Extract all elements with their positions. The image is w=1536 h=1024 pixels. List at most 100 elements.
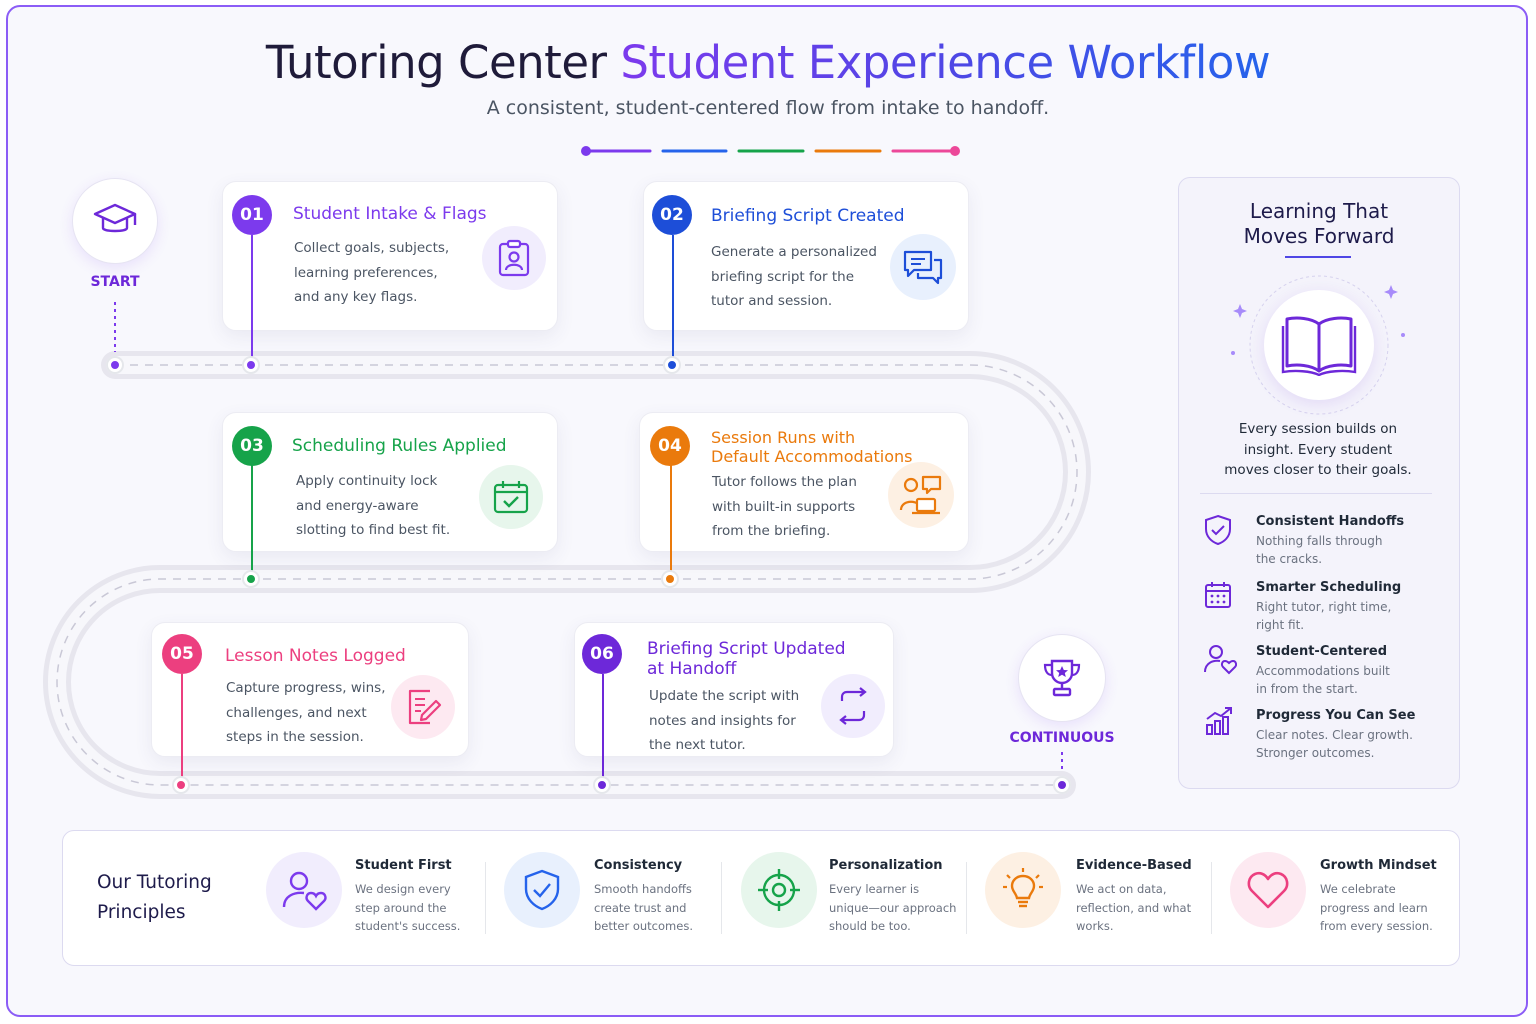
feature-title: Consistent Handoffs <box>1256 514 1405 529</box>
user-heart-icon <box>1204 645 1237 675</box>
desc-line: Clear notes. Clear growth. <box>1256 728 1413 742</box>
title-line: Default Accommodations <box>711 447 913 466</box>
desc-line: challenges, and next <box>226 704 367 721</box>
desc-line: briefing script for the <box>711 268 855 285</box>
continuous-node <box>1018 634 1106 722</box>
desc-line: should be too. <box>829 919 911 933</box>
sidebar-divider <box>1200 493 1432 494</box>
desc-line: the next tutor. <box>649 737 746 753</box>
step-dot-04 <box>663 572 677 586</box>
learning-sidebar <box>1178 177 1460 789</box>
step-title-04: Session Runs with Default Accommodations <box>711 428 913 466</box>
desc-line: We design every <box>355 882 451 896</box>
desc-line: Smooth handoffs <box>594 882 692 896</box>
continuous-label: CONTINUOUS <box>1009 730 1115 746</box>
calendar-check-icon <box>479 465 543 529</box>
title-part-2: Student Experience Workflow <box>620 36 1271 89</box>
step-number-01: 01 <box>232 195 272 235</box>
desc-line: from the briefing. <box>712 523 831 539</box>
feature-title: Progress You Can See <box>1256 708 1416 723</box>
step-dot-02 <box>665 358 679 372</box>
desc-line: unique—our approach <box>829 900 957 915</box>
heart-icon <box>1230 852 1306 928</box>
feature-desc: Clear notes. Clear growth. Stronger outc… <box>1256 726 1413 762</box>
desc-line: We act on data, <box>1076 882 1167 896</box>
title-line: Session Runs with <box>711 428 856 447</box>
step-desc-05: Capture progress, wins, challenges, and … <box>226 676 386 750</box>
start-dot <box>108 358 122 372</box>
desc-line: Nothing falls through <box>1256 534 1383 548</box>
shield-check-icon <box>1205 514 1231 546</box>
principle-title: Growth Mindset <box>1320 858 1437 873</box>
desc-line: Stronger outcomes. <box>1256 746 1375 760</box>
principle-desc: Smooth handoffs create trust and better … <box>594 880 693 936</box>
desc-line: right fit. <box>1256 618 1305 632</box>
chat-bubbles-icon <box>890 234 956 300</box>
sidebar-heading: Learning That Moves Forward <box>1178 199 1460 249</box>
title-line: Briefing Script Updated <box>647 639 846 659</box>
step-number-06: 06 <box>582 634 622 674</box>
title-line: at Handoff <box>647 659 737 679</box>
desc-line: Accommodations built <box>1256 664 1390 678</box>
user-heart-icon <box>266 852 342 928</box>
step-desc-01: Collect goals, subjects, learning prefer… <box>294 236 449 310</box>
desc-line: Apply continuity lock <box>296 473 438 489</box>
feature-desc: Accommodations built in from the start. <box>1256 662 1390 698</box>
desc-line: and any key flags. <box>294 289 418 305</box>
workflow-road <box>43 302 1091 799</box>
step-connector-06 <box>602 674 604 778</box>
desc-line: tutor and session. <box>711 293 833 309</box>
clipboard-user-icon <box>482 226 546 290</box>
principle-divider <box>485 862 486 934</box>
step-number-04: 04 <box>650 426 690 466</box>
step-dot-05 <box>174 778 188 792</box>
principle-desc: We act on data, reflection, and what wor… <box>1076 880 1191 936</box>
heading-line: Learning That <box>1249 199 1389 223</box>
step-dot-06 <box>595 778 609 792</box>
step-desc-06: Update the script with notes and insight… <box>649 684 799 758</box>
desc-line: notes and insights for <box>649 712 796 729</box>
principle-desc: Every learner is unique—our approach sho… <box>829 880 956 936</box>
desc-line: learning preferences, <box>294 264 438 281</box>
chart-growth-icon <box>1206 707 1232 735</box>
quote-line: insight. Every student <box>1243 441 1393 458</box>
heading-line: Moves Forward <box>1243 224 1395 248</box>
principle-divider <box>721 862 722 934</box>
desc-line: reflection, and what <box>1076 900 1192 915</box>
principle-divider <box>1211 862 1212 934</box>
principle-title: Personalization <box>829 858 943 873</box>
quote-line: moves closer to their goals. <box>1224 462 1412 478</box>
step-number-02: 02 <box>652 195 692 235</box>
page-subtitle: A consistent, student-centered flow from… <box>486 97 1050 119</box>
desc-line: in from the start. <box>1256 682 1358 696</box>
principles-heading: Our Tutoring Principles <box>97 868 212 928</box>
step-connector-03 <box>251 465 253 572</box>
principle-desc: We celebrate progress and learn from eve… <box>1320 880 1433 936</box>
trophy-icon <box>1043 659 1081 697</box>
quote-line: Every session builds on <box>1238 421 1398 437</box>
desc-line: progress and learn <box>1320 900 1428 915</box>
desc-line: Right tutor, right time, <box>1256 600 1392 614</box>
shield-check-icon <box>504 852 580 928</box>
desc-line: from every session. <box>1320 919 1433 933</box>
sidebar-quote: Every session builds on insight. Every s… <box>1190 419 1446 481</box>
heading-line: Principles <box>97 902 186 923</box>
step-title-06: Briefing Script Updated at Handoff <box>647 639 846 679</box>
feature-title: Smarter Scheduling <box>1256 580 1402 595</box>
lightbulb-icon <box>985 852 1061 928</box>
target-icon <box>741 852 817 928</box>
principle-desc: We design every step around the student'… <box>355 880 460 936</box>
desc-line: with built-in supports <box>712 498 856 515</box>
step-desc-02: Generate a personalized briefing script … <box>711 240 877 314</box>
desc-line: better outcomes. <box>594 919 693 933</box>
step-title-02: Briefing Script Created <box>711 206 905 226</box>
principle-title: Consistency <box>594 858 683 873</box>
desc-line: Update the script with <box>649 688 800 704</box>
step-connector-04 <box>670 465 672 572</box>
step-desc-03: Apply continuity lock and energy-aware s… <box>296 469 450 543</box>
desc-line: Capture progress, wins, <box>226 680 386 696</box>
feature-title: Student-Centered <box>1256 644 1387 659</box>
tutor-laptop-icon <box>888 462 954 528</box>
refresh-arrows-icon <box>821 674 885 738</box>
start-label: START <box>90 274 140 290</box>
